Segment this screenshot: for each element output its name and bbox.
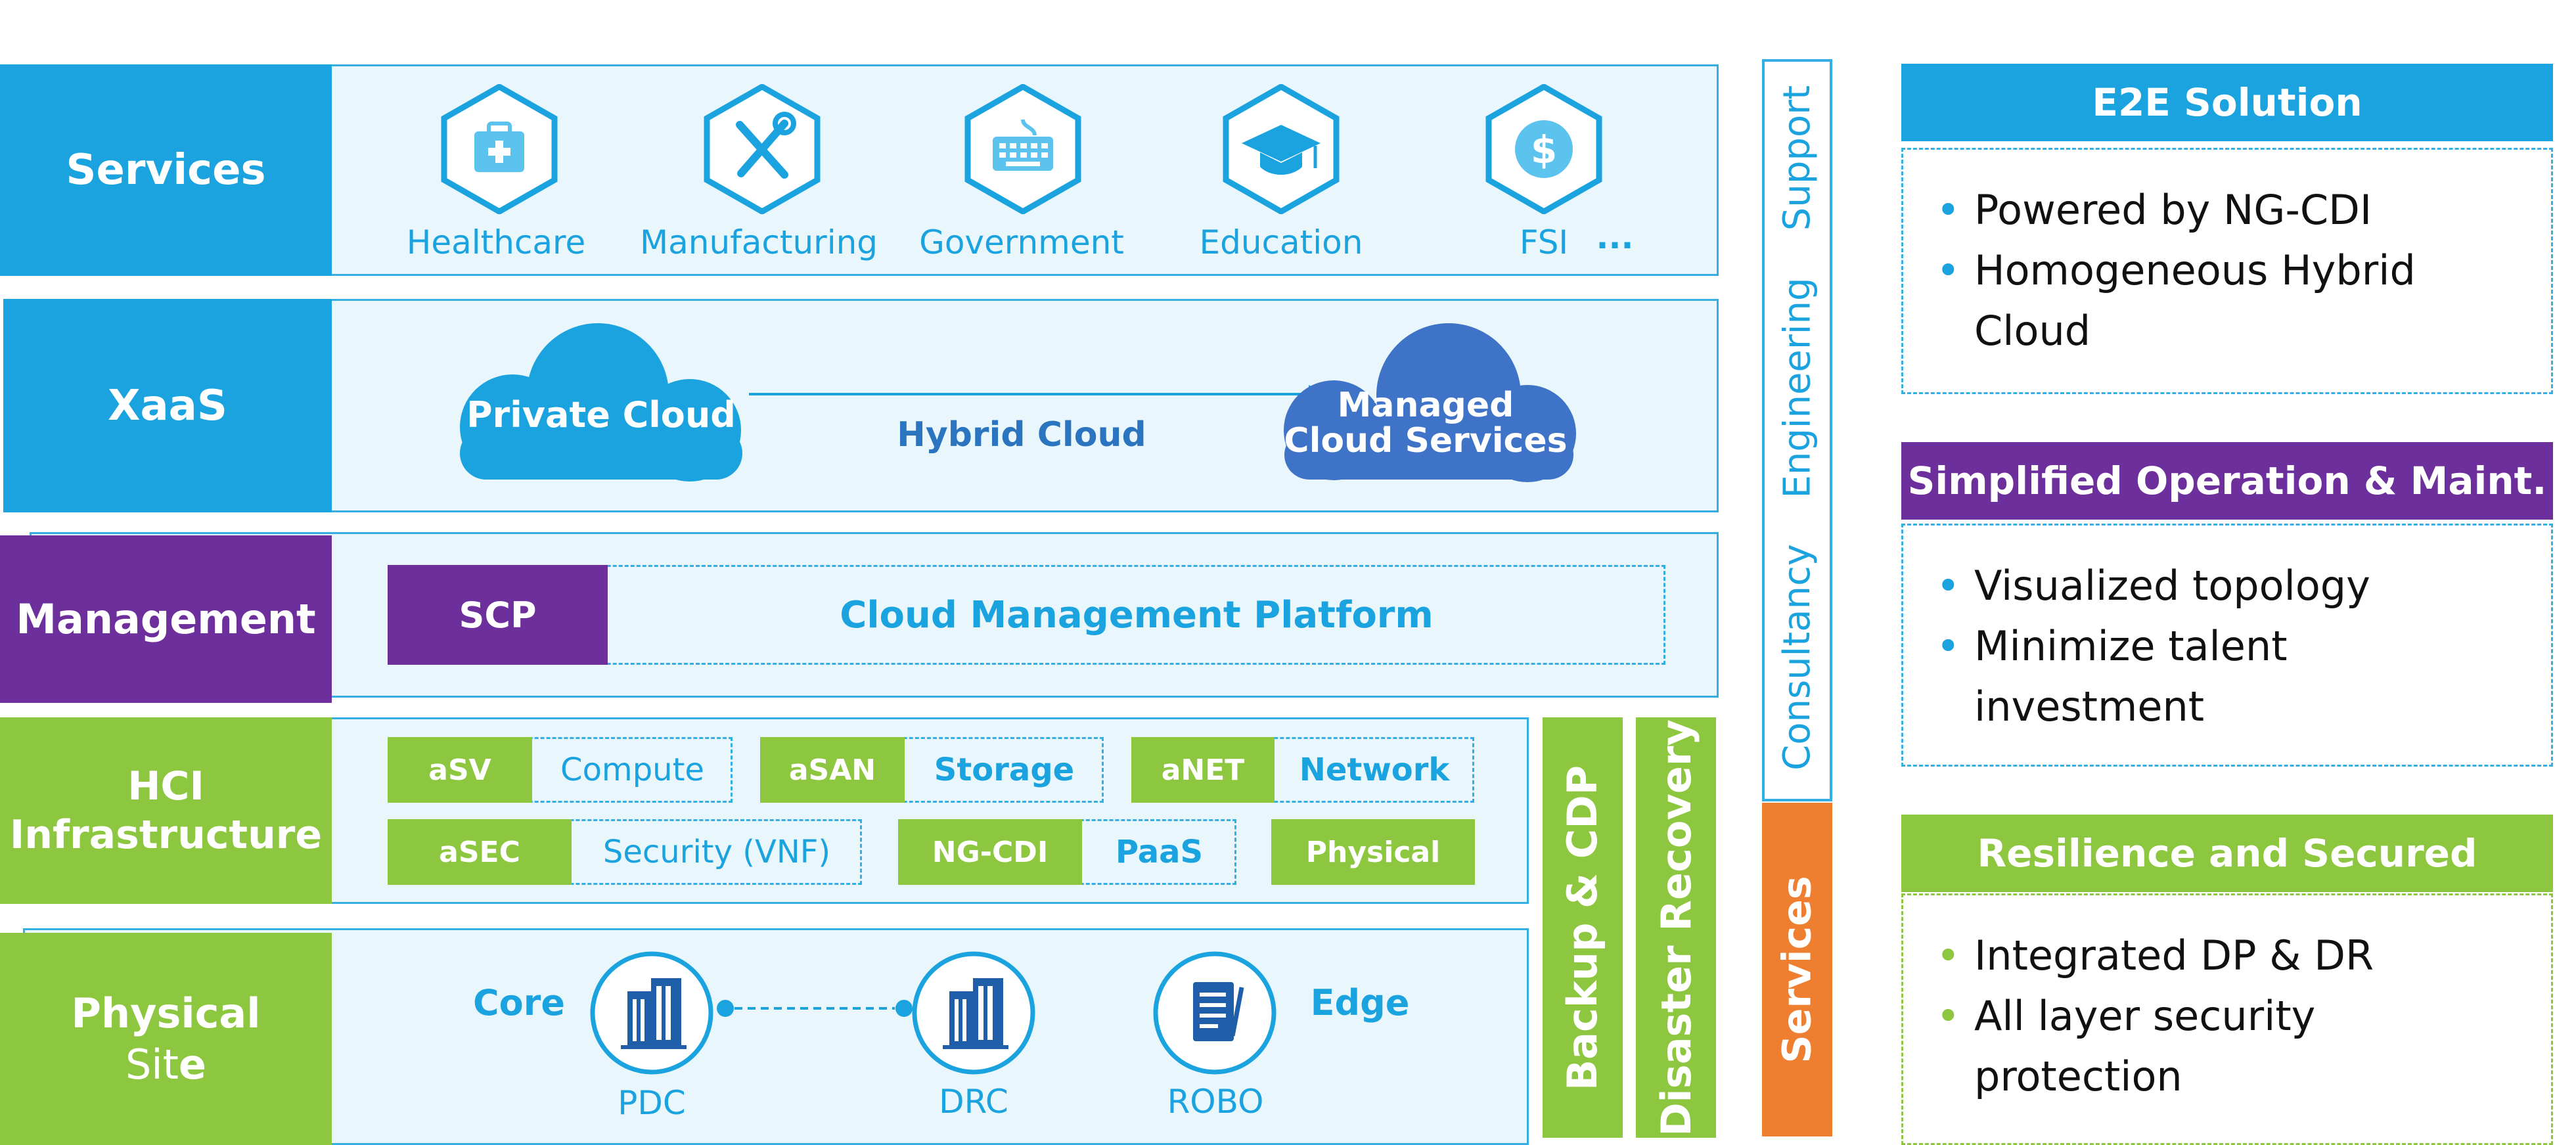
managed-cloud-shape bbox=[1284, 323, 1576, 482]
ops-item-1-text: Visualized topology bbox=[1974, 562, 2370, 610]
consultancy-item: Consultancy bbox=[1762, 539, 1832, 775]
res-item-2: •All layer security protection bbox=[1936, 992, 2316, 1100]
physical-label-line-1: Physical bbox=[71, 989, 261, 1037]
engineering-item: Engineering bbox=[1762, 276, 1832, 499]
more-ellipsis: ... bbox=[1596, 218, 1634, 256]
services-side-bar: Services bbox=[1762, 803, 1832, 1136]
robo-label: ROBO bbox=[1167, 1083, 1264, 1121]
tools-icon bbox=[704, 84, 821, 214]
asv-badge: aSV bbox=[388, 737, 532, 803]
robo-document-icon bbox=[1153, 951, 1277, 1075]
manufacturing-label: Manufacturing bbox=[639, 223, 878, 261]
graduation-cap-icon bbox=[1223, 84, 1340, 214]
government-item: Government bbox=[913, 84, 1130, 268]
fsi-label: FSI bbox=[1519, 223, 1569, 261]
security-label: Security (VNF) bbox=[602, 834, 831, 870]
keyboard-icon bbox=[964, 84, 1081, 214]
services-side-label: Services bbox=[1774, 876, 1820, 1064]
asec-badge: aSEC bbox=[388, 819, 572, 885]
e2e-item-1: •Powered by NG-CDI bbox=[1936, 186, 2372, 234]
support-label: Support bbox=[1776, 85, 1819, 231]
network-label: Network bbox=[1299, 752, 1450, 788]
pdc-drc-link bbox=[717, 1000, 913, 1017]
hci-row-label: HCI Infrastructure bbox=[0, 717, 332, 904]
ops-item-2: •Minimize talent investment bbox=[1936, 622, 2288, 730]
physical-badge: Physical bbox=[1271, 819, 1475, 885]
platform-label: Cloud Management Platform bbox=[840, 593, 1434, 637]
education-item: Education bbox=[1183, 84, 1380, 268]
disaster-recovery-label: Disaster Recovery bbox=[1652, 719, 1700, 1136]
support-column bbox=[1762, 59, 1832, 801]
disaster-recovery-bar: Disaster Recovery bbox=[1636, 717, 1716, 1138]
consultancy-label: Consultancy bbox=[1776, 543, 1819, 771]
support-item: Support bbox=[1762, 72, 1832, 243]
operation-maint-title: Simplified Operation & Maint. bbox=[1907, 459, 2547, 503]
xaas-label-text: XaaS bbox=[108, 381, 227, 430]
physical-site-row-label: Physical Site bbox=[0, 933, 332, 1145]
compute-label: Compute bbox=[560, 752, 704, 788]
hci-label-line-1: HCI bbox=[127, 763, 204, 809]
management-row-label: Management bbox=[0, 535, 332, 703]
operation-maint-list: •Visualized topology •Minimize talent in… bbox=[1936, 556, 2525, 737]
backup-cdp-bar: Backup & CDP bbox=[1543, 717, 1623, 1138]
res-item-1: •Integrated DP & DR bbox=[1936, 932, 2374, 979]
management-label-text: Management bbox=[16, 595, 316, 643]
e2e-solution-body: •Powered by NG-CDI •Homogeneous Hybrid C… bbox=[1901, 148, 2553, 394]
pdc-label: PDC bbox=[618, 1084, 686, 1122]
scp-box: SCP bbox=[388, 565, 608, 665]
svg-text:$: $ bbox=[1531, 127, 1557, 172]
paas-label: PaaS bbox=[1115, 834, 1204, 870]
services-label-text: Services bbox=[66, 146, 266, 194]
anet-badge: aNET bbox=[1131, 737, 1275, 803]
physical-label-line-2a: Sit bbox=[125, 1040, 179, 1089]
asan-badge: aSAN bbox=[760, 737, 905, 803]
healthcare-item: Healthcare bbox=[394, 84, 598, 268]
e2e-item-1-text: Powered by NG-CDI bbox=[1974, 186, 2372, 234]
private-cloud-shape bbox=[460, 323, 742, 482]
hci-label-line-2: Infrastructure bbox=[9, 812, 323, 858]
services-row-label: Services bbox=[0, 64, 332, 276]
managed-cloud-label: Managed Cloud Services bbox=[1252, 388, 1600, 459]
operation-maint-body: •Visualized topology •Minimize talent in… bbox=[1901, 524, 2553, 767]
physical-label-line-2b: e bbox=[178, 1040, 206, 1089]
ops-item-2-text: Minimize talent investment bbox=[1974, 622, 2288, 730]
e2e-solution-list: •Powered by NG-CDI •Homogeneous Hybrid C… bbox=[1936, 180, 2525, 361]
private-cloud-label: Private Cloud bbox=[466, 394, 736, 436]
drc-building-icon bbox=[912, 951, 1035, 1075]
e2e-solution-header: E2E Solution bbox=[1901, 64, 2553, 141]
resilience-list: •Integrated DP & DR •All layer security … bbox=[1936, 926, 2525, 1107]
operation-maint-header: Simplified Operation & Maint. bbox=[1901, 442, 2553, 520]
hybrid-arrow bbox=[749, 385, 1327, 403]
medical-kit-icon bbox=[441, 84, 558, 214]
resilience-header: Resilience and Secured bbox=[1901, 815, 2553, 892]
e2e-item-2-text: Homogeneous Hybrid Cloud bbox=[1974, 246, 2416, 355]
res-item-2-text: All layer security protection bbox=[1974, 992, 2316, 1100]
ngcdi-badge: NG-CDI bbox=[898, 819, 1082, 885]
managed-line-1: Managed bbox=[1337, 386, 1514, 425]
resilience-title: Resilience and Secured bbox=[1977, 831, 2477, 876]
engineering-label: Engineering bbox=[1776, 277, 1819, 498]
e2e-item-2: •Homogeneous Hybrid Cloud bbox=[1936, 246, 2416, 355]
government-label: Government bbox=[919, 223, 1124, 261]
edge-label: Edge bbox=[1310, 982, 1410, 1023]
physical-label-line-2: Site bbox=[125, 1039, 206, 1090]
education-label: Education bbox=[1199, 223, 1363, 261]
res-item-1-text: Integrated DP & DR bbox=[1974, 932, 2374, 979]
ops-item-1: •Visualized topology bbox=[1936, 562, 2370, 610]
dollar-icon: $ bbox=[1485, 84, 1602, 214]
backup-cdp-label: Backup & CDP bbox=[1558, 765, 1607, 1090]
core-label: Core bbox=[473, 982, 565, 1023]
manufacturing-item: Manufacturing bbox=[637, 84, 880, 268]
managed-line-2: Cloud Services bbox=[1284, 421, 1568, 460]
fsi-item: $ FSI bbox=[1468, 84, 1619, 268]
e2e-solution-title: E2E Solution bbox=[2092, 80, 2362, 125]
drc-label: DRC bbox=[939, 1083, 1008, 1121]
pdc-building-icon bbox=[590, 951, 713, 1075]
resilience-body: •Integrated DP & DR •All layer security … bbox=[1901, 893, 2553, 1145]
storage-label: Storage bbox=[934, 752, 1075, 788]
xaas-row-label: XaaS bbox=[3, 299, 332, 512]
hybrid-cloud-label: Hybrid Cloud bbox=[897, 415, 1146, 455]
healthcare-label: Healthcare bbox=[406, 223, 586, 261]
scp-label: SCP bbox=[459, 594, 537, 636]
